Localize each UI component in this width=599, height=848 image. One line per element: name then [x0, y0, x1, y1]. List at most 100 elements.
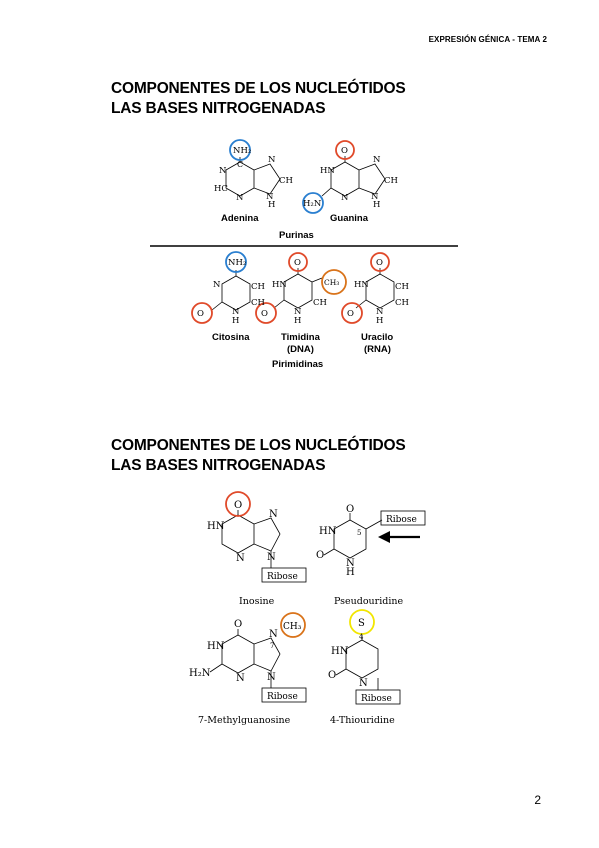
guanine-o: O — [341, 146, 348, 156]
page-header: EXPRESIÓN GÉNICA - TEMA 2 — [428, 35, 547, 44]
methylguanosine-ribose-box — [261, 687, 307, 703]
svg-text:N: N — [373, 155, 381, 165]
svg-text:HN: HN — [207, 521, 225, 532]
svg-text:HN: HN — [331, 646, 349, 657]
thiouridine-ribose-box — [355, 689, 401, 705]
label-pirimidinas: Pirimidinas — [272, 359, 323, 370]
label-timidina: Timidina — [281, 332, 321, 343]
cytosine-nh2-circle — [225, 251, 247, 273]
arrow-icon — [378, 531, 420, 543]
adenine-nh2: NH₂ — [233, 146, 251, 156]
svg-text:CH: CH — [395, 282, 409, 292]
cytosine-nh2: NH₂ — [228, 258, 246, 268]
thiouridine-s-circle — [349, 609, 375, 635]
inosine-ribose: Ribose — [267, 572, 298, 582]
label-thiouridine: 4-Thiouridine — [330, 715, 395, 726]
svg-text:CH: CH — [384, 176, 398, 186]
label-citosina: Citosina — [212, 332, 250, 343]
svg-text:O: O — [316, 550, 324, 561]
svg-text:N: N — [376, 307, 384, 317]
methylguanosine-h2n: H₂N — [189, 668, 211, 679]
svg-text:N: N — [269, 629, 278, 640]
thiouridine-ribose: Ribose — [361, 694, 392, 704]
methylguanosine-ring — [221, 634, 255, 674]
label-rna: (RNA) — [364, 344, 391, 355]
svg-text:CH: CH — [279, 176, 293, 186]
svg-text:N: N — [341, 193, 349, 203]
guanine-h2n-circle — [302, 192, 324, 214]
svg-text:N: N — [232, 307, 240, 317]
svg-text:HC: HC — [214, 184, 228, 194]
svg-text:N: N — [267, 672, 276, 683]
guanine-o-circle — [335, 140, 355, 160]
svg-text:H: H — [376, 316, 383, 326]
svg-text:O: O — [234, 619, 242, 630]
label-dna: (DNA) — [287, 344, 314, 355]
svg-text:N: N — [267, 552, 276, 563]
uracil-o2: O — [347, 309, 354, 319]
svg-text:N: N — [213, 280, 221, 290]
thymine-ch3-circle — [321, 269, 347, 295]
svg-text:C: C — [237, 160, 243, 169]
section2-title-line1: COMPONENTES DE LOS NUCLEÓTIDOS — [111, 437, 406, 454]
label-guanina: Guanina — [330, 213, 369, 224]
thiouridine-s: S — [358, 618, 365, 629]
thymine-ring — [283, 273, 313, 309]
svg-text:HN: HN — [320, 166, 335, 176]
svg-text:5: 5 — [357, 529, 361, 537]
svg-text:N: N — [269, 509, 278, 520]
svg-text:4: 4 — [359, 633, 364, 641]
inosine-o: O — [234, 500, 242, 511]
thymine-o2-circle — [255, 302, 277, 324]
thymine-o-circle — [288, 252, 308, 272]
inosine-o-circle — [225, 491, 251, 517]
label-pseudouridine: Pseudouridine — [334, 596, 403, 607]
cytosine-ring — [221, 275, 251, 311]
svg-text:HN: HN — [319, 526, 337, 537]
svg-text:HN: HN — [272, 280, 287, 290]
svg-text:HN: HN — [207, 641, 225, 652]
methylguanosine-imidazole — [253, 637, 281, 672]
svg-text:O: O — [328, 670, 336, 681]
svg-text:H: H — [373, 200, 380, 210]
svg-text:H: H — [294, 316, 301, 326]
inosine-ring — [221, 514, 255, 554]
thymine-o2: O — [261, 309, 268, 319]
section1-title-line1: COMPONENTES DE LOS NUCLEÓTIDOS — [111, 80, 406, 97]
label-adenina: Adenina — [221, 213, 259, 224]
thiouridine-ring — [345, 639, 379, 679]
svg-text:N: N — [294, 307, 302, 317]
thymine-ch3: CH₃ — [324, 278, 339, 287]
svg-text:H: H — [346, 567, 355, 578]
svg-text:N: N — [359, 678, 368, 689]
svg-text:N: N — [346, 558, 355, 569]
svg-text:N: N — [236, 553, 245, 564]
svg-text:N: N — [268, 155, 276, 165]
pseudouridine-ribose: Ribose — [386, 515, 417, 525]
methylguanosine-ch3-circle — [280, 612, 306, 638]
uracil-o2-circle — [341, 302, 363, 324]
cytosine-o-circle — [191, 302, 213, 324]
svg-text:N: N — [266, 192, 274, 202]
section1-title-line2: LAS BASES NITROGENADAS — [111, 100, 326, 117]
guanine-ring — [330, 161, 360, 197]
cytosine-o: O — [197, 309, 204, 319]
uracil-o-circle — [370, 252, 390, 272]
svg-text:CH: CH — [313, 298, 327, 308]
inosine-imidazole — [253, 517, 281, 552]
guanine-imidazole — [358, 163, 386, 195]
inosine-ribose-box — [261, 567, 307, 583]
adenine-imidazole — [253, 163, 281, 195]
svg-text:O: O — [346, 504, 354, 515]
section1-title: COMPONENTES DE LOS NUCLEÓTIDOS LAS BASES… — [111, 79, 406, 119]
thymine-o: O — [294, 258, 301, 268]
adenine-nh2-circle — [229, 139, 251, 161]
pseudouridine-ring — [333, 519, 367, 559]
uracil-o: O — [376, 258, 383, 268]
section2-title-line2: LAS BASES NITROGENADAS — [111, 457, 326, 474]
pseudouridine-ribose-box — [380, 510, 426, 526]
svg-text:H: H — [232, 316, 239, 326]
methylguanosine-ch3: CH₃ — [283, 622, 302, 632]
label-uracilo: Uracilo — [361, 332, 393, 343]
